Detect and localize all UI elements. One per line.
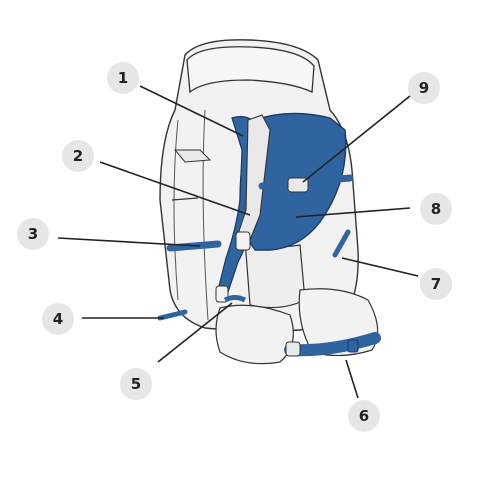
callout-7: 7 xyxy=(420,268,452,300)
callout-4: 4 xyxy=(42,303,74,335)
hip-belt-left xyxy=(215,304,294,365)
callout-6: 6 xyxy=(348,400,380,432)
callout-2: 2 xyxy=(62,140,94,172)
callout-5: 5 xyxy=(120,368,152,400)
leader-lines xyxy=(57,85,419,399)
callout-8: 8 xyxy=(420,193,452,225)
callout-9: 9 xyxy=(408,72,440,104)
callout-3: 3 xyxy=(17,218,49,250)
pack-lid xyxy=(186,46,315,94)
callout-1: 1 xyxy=(107,62,139,94)
